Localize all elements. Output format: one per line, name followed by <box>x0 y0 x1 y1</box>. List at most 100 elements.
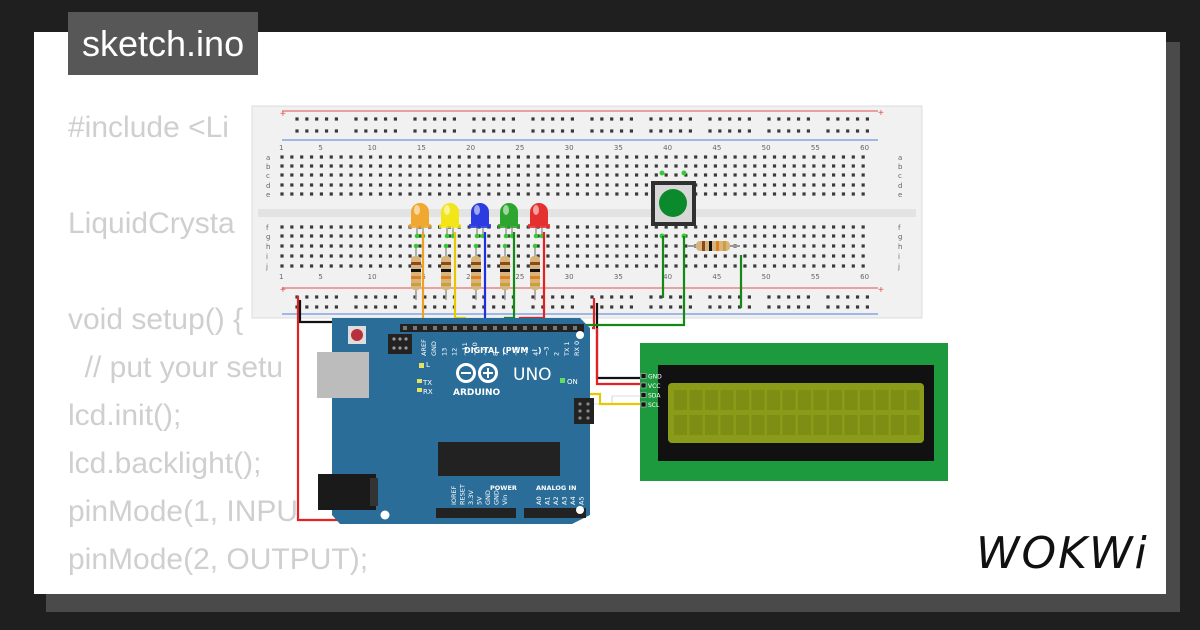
digital-pin-label: 13 <box>440 348 448 356</box>
column-number: 45 <box>712 273 721 281</box>
row-letter: i <box>898 253 900 261</box>
digital-pin-label: 4 <box>532 352 540 356</box>
resistor <box>411 243 421 300</box>
power-pin-label: 5V <box>476 496 484 505</box>
rail-plus-label-bottom-right: + <box>878 285 884 296</box>
file-tab[interactable]: sketch.ino <box>68 12 259 75</box>
usb-port <box>317 352 369 398</box>
code-editor-text: #include <Li LiquidCrysta void setup() {… <box>68 104 385 594</box>
analog-pin-label: A2 <box>552 496 560 505</box>
code-line: void setup() { <box>68 303 244 336</box>
digital-pin-label: 8 <box>491 352 499 356</box>
digital-pin-label: ~9 <box>481 346 489 356</box>
row-letter: d <box>898 182 902 190</box>
resistor <box>441 243 451 300</box>
column-number: 30 <box>565 144 574 152</box>
column-number: 20 <box>466 273 475 281</box>
resistor <box>530 243 540 300</box>
row-letter: b <box>266 163 271 171</box>
uno-model-label: UNO <box>513 365 552 385</box>
column-number: 10 <box>368 273 377 281</box>
led-array <box>409 203 550 300</box>
row-letter: j <box>265 263 268 271</box>
column-number: 40 <box>663 144 672 152</box>
analog-pin-label: A3 <box>561 496 569 505</box>
row-letter: g <box>898 233 902 241</box>
code-line: lcd.init(); <box>68 399 182 432</box>
power-header <box>436 508 516 518</box>
led <box>439 203 461 239</box>
code-line: LiquidCrysta <box>68 207 235 240</box>
analog-header <box>524 508 586 518</box>
led-rx-label: RX <box>423 388 433 396</box>
code-line: pinMode(3, OUTPUT); <box>68 591 385 594</box>
rail-plus-label-bottom: + <box>280 285 286 296</box>
row-letter: e <box>898 191 902 199</box>
power-pin-label: GND <box>493 490 501 505</box>
code-line: lcd.backlight(); <box>68 447 262 480</box>
row-letter: j <box>897 263 900 271</box>
wokwi-logo: WOKWi <box>976 528 1149 579</box>
column-number: 60 <box>860 273 869 281</box>
push-button[interactable] <box>651 170 696 239</box>
digital-pin-label: ~5 <box>522 346 530 356</box>
row-letter: a <box>266 154 270 162</box>
column-number: 10 <box>368 144 377 152</box>
analog-label: ANALOG IN <box>536 484 576 492</box>
code-line: // put your setu <box>68 351 284 384</box>
column-number: 50 <box>762 273 771 281</box>
column-number: 1 <box>279 144 283 152</box>
power-pin-label: Vin <box>501 495 509 505</box>
digital-pin-label: ~3 <box>542 346 550 356</box>
row-letter: b <box>898 163 903 171</box>
column-number: 25 <box>515 144 524 152</box>
digital-pin-label: ~6 <box>512 346 520 356</box>
atmega-chip <box>438 442 560 476</box>
rail-plus-label-right: + <box>878 108 884 119</box>
digital-label: DIGITAL (PWM ~) <box>464 346 542 355</box>
row-letter: i <box>266 253 268 261</box>
lcd-pin-label: VCC <box>648 383 660 390</box>
row-letter: h <box>266 243 270 251</box>
row-letter: d <box>266 182 270 190</box>
rail-plus-label: + <box>280 109 286 120</box>
digital-pin-label: 7 <box>502 352 510 356</box>
column-number: 55 <box>811 273 820 281</box>
column-number: 45 <box>712 144 721 152</box>
column-number: 60 <box>860 144 869 152</box>
lcd-pin-label: SCL <box>648 402 660 409</box>
arduino-brand-label: ARDUINO <box>453 388 501 398</box>
digital-header <box>400 324 584 332</box>
digital-pin-label: ~11 <box>461 342 469 356</box>
power-jack <box>318 474 376 510</box>
arduino-logo-icon <box>456 363 498 383</box>
lcd-pin-label: SDA <box>648 393 661 400</box>
row-letter: c <box>898 172 902 180</box>
power-pin-label: GND <box>484 490 492 505</box>
analog-pin-label: A0 <box>535 496 543 505</box>
digital-pin-label: 12 <box>451 348 459 356</box>
column-number: 40 <box>663 273 672 281</box>
led <box>498 203 520 239</box>
power-label: POWER <box>490 484 517 492</box>
analog-pin-label: A5 <box>578 496 586 505</box>
reset-button[interactable] <box>351 329 363 341</box>
row-letter: e <box>266 191 270 199</box>
analog-pin-label: A4 <box>569 496 577 505</box>
digital-pin-label: ~10 <box>471 342 479 356</box>
power-pin-label: RESET <box>459 484 467 505</box>
column-number: 20 <box>466 144 475 152</box>
row-letter: f <box>266 224 269 232</box>
code-line: pinMode(2, OUTPUT); <box>68 543 369 576</box>
breadboard: + + + + 11551010151520202525303035354040… <box>251 105 923 319</box>
row-letter: g <box>266 233 270 241</box>
column-number: 50 <box>762 144 771 152</box>
column-number: 15 <box>417 273 426 281</box>
column-number: 30 <box>565 273 574 281</box>
led <box>528 203 550 239</box>
led-l-label: L <box>426 361 430 369</box>
column-number: 35 <box>614 273 623 281</box>
column-number: 5 <box>318 273 322 281</box>
